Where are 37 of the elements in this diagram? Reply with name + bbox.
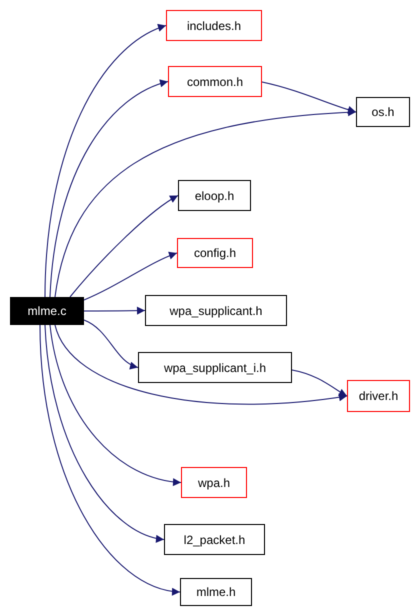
arrow: [44, 324, 164, 542]
file-name: wpa.h: [198, 476, 230, 490]
file-box: [145, 295, 287, 326]
file-box: [138, 352, 292, 383]
arrow: [50, 80, 168, 298]
arrow: [84, 306, 146, 315]
file-name: includes.h: [186, 18, 242, 32]
arrow: [84, 320, 138, 369]
file-name: mlme.c: [28, 304, 66, 318]
file-box: [164, 524, 265, 555]
arrow: [70, 195, 178, 298]
arrow: [292, 370, 348, 396]
arrow: [44, 24, 166, 298]
arrow: [54, 324, 348, 405]
file-box: [177, 238, 253, 268]
file-box: [10, 297, 84, 325]
arrow: [50, 324, 182, 486]
file-box: [178, 180, 251, 211]
file-name: eloop.h: [194, 188, 234, 202]
file-name: wpa_supplicant.h: [170, 304, 262, 318]
file-name: wpa_supplicant_i.h: [164, 360, 266, 374]
file-name: mlme.h: [196, 585, 236, 599]
file-name: config.h: [194, 246, 236, 260]
file-box: [181, 467, 247, 498]
arrow: [54, 108, 356, 298]
arrow: [40, 324, 180, 595]
file-box: [166, 10, 262, 41]
arrow: [262, 82, 356, 114]
file-name: driver.h: [358, 389, 398, 403]
file-box: [356, 97, 410, 127]
file-box: [180, 578, 252, 606]
file-box: [168, 66, 262, 97]
file-name: l2_packet.h: [184, 532, 246, 546]
file-name: common.h: [186, 74, 244, 88]
file-box: [347, 380, 410, 412]
arrow: [84, 252, 178, 300]
file-name: os.h: [372, 105, 394, 119]
